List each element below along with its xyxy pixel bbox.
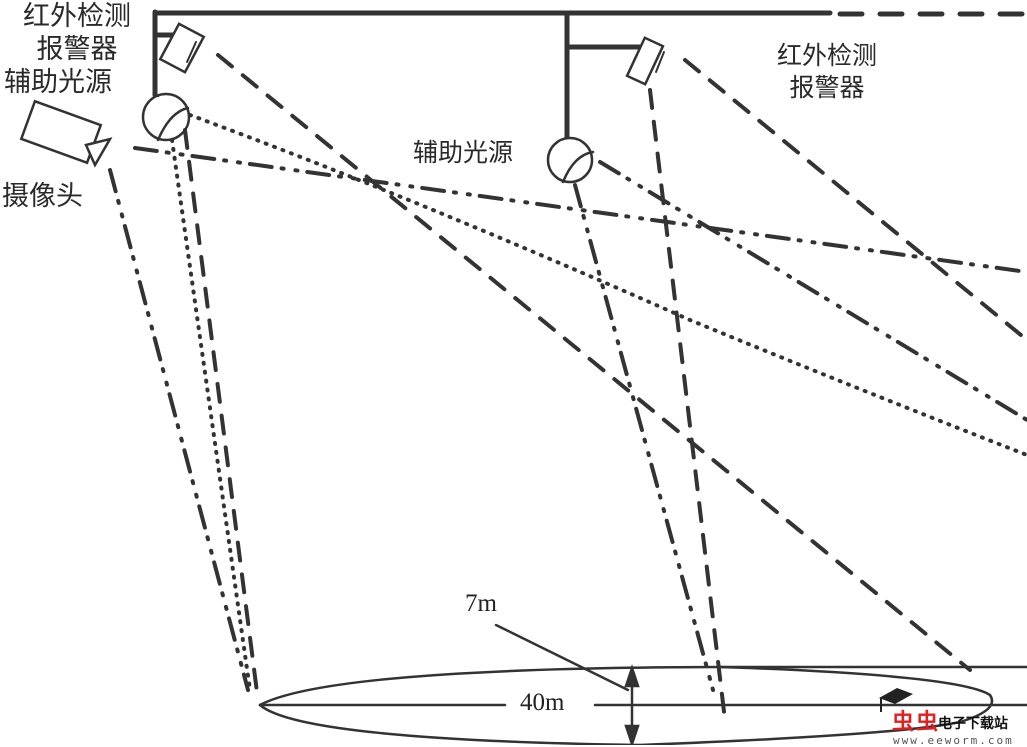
- right-detector-label-line1: 红外检测: [776, 41, 877, 70]
- watermark-site-name: 电子下载站: [938, 716, 1008, 732]
- right-detector-label: 红外检测 报警器: [762, 40, 892, 104]
- left-light-beam: [170, 113, 1027, 692]
- ceiling-rail: [152, 9, 1027, 143]
- graduation-cap-icon: [879, 688, 913, 712]
- length-label: 40m: [517, 689, 568, 717]
- camera-label: 摄像头: [2, 181, 83, 212]
- right-ir-detector-icon: [625, 36, 665, 86]
- width-dimension: [494, 623, 640, 745]
- right-detector-label-line2: 报警器: [789, 73, 865, 102]
- width-label: 7m: [465, 590, 497, 617]
- left-ir-detector-icon: [158, 22, 206, 74]
- left-aux-light-icon: [141, 92, 191, 142]
- left-light-label: 辅助光源: [4, 67, 112, 98]
- right-ir-beam: [648, 58, 1027, 722]
- left-ir-beam: [183, 53, 972, 702]
- right-light-beam: [573, 160, 1027, 692]
- camera-view-lines: [108, 146, 1027, 692]
- camera-icon: [19, 99, 113, 168]
- right-light-label: 辅助光源: [413, 138, 514, 167]
- watermark-brand: 虫虫: [892, 710, 941, 735]
- left-detector-label-line1: 红外检测: [23, 1, 131, 32]
- left-detector-label: 红外检测 报警器: [2, 0, 152, 66]
- watermark-url: www.eeworm.com: [893, 734, 1014, 747]
- left-detector-label-line2: 报警器: [36, 34, 118, 65]
- coverage-area: [258, 665, 1027, 745]
- right-aux-light-icon: [546, 136, 595, 184]
